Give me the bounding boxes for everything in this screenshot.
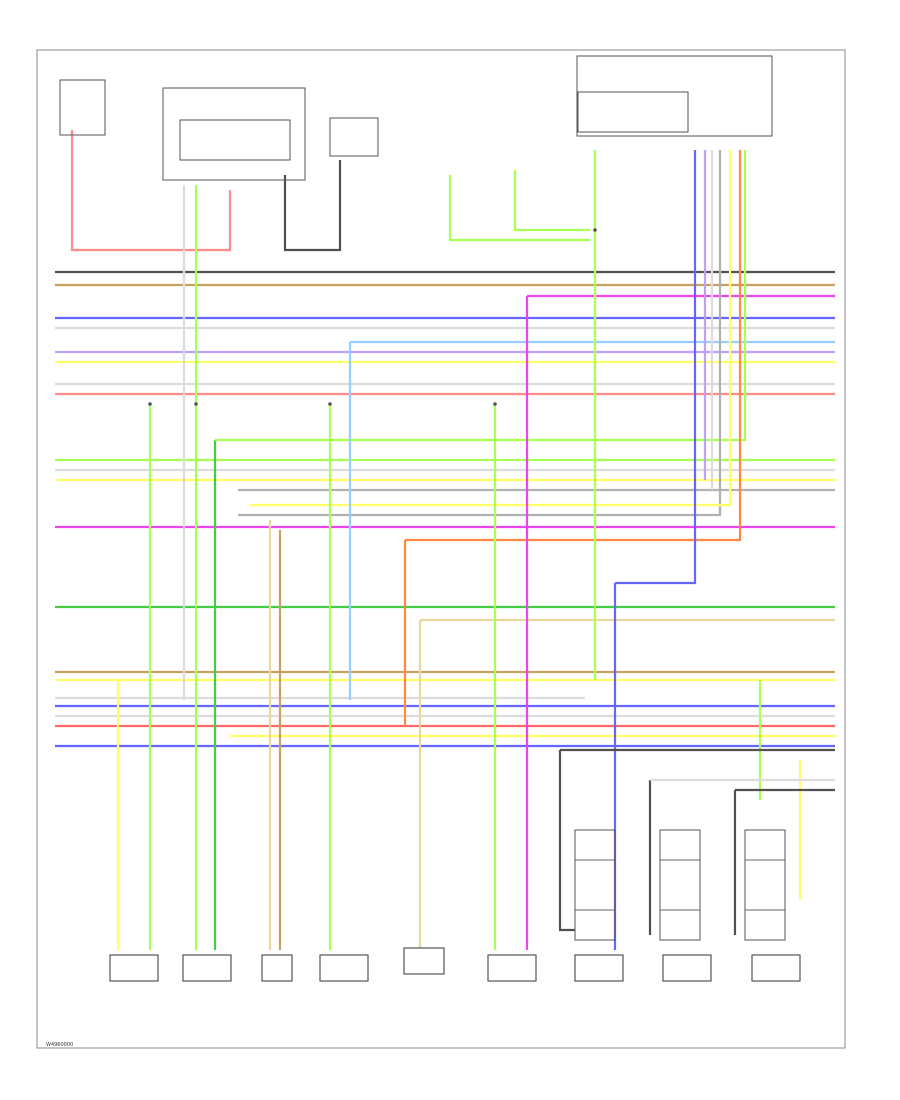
module-6 [487, 954, 537, 982]
left-door-switch [179, 119, 291, 161]
splice-dot-0 [148, 402, 152, 406]
wires-layer [55, 130, 835, 950]
wire-green-riser [215, 150, 747, 442]
module-3 [261, 954, 293, 982]
speaker-connector-1 [574, 829, 616, 941]
wire-yellow-riser [250, 150, 732, 507]
figure-id: W4960000 [46, 1042, 73, 1048]
fuse-block [59, 79, 106, 136]
splice-dot-3 [493, 402, 497, 406]
wire-cd-signal-2 [513, 170, 590, 232]
module-1 [109, 954, 159, 982]
splice-dot-4 [593, 228, 597, 232]
left-door-switch-housing [162, 87, 306, 181]
wire-speaker-1 [558, 750, 575, 932]
module-5 [403, 947, 445, 975]
wire-blue-riser [615, 150, 697, 585]
module-2 [182, 954, 232, 982]
wire-switch-feed [70, 130, 232, 252]
diagram-frame [36, 49, 846, 1049]
splice-dot-1 [194, 402, 198, 406]
trunk-sensor [329, 117, 379, 157]
module-7 [574, 954, 624, 982]
wire-cd-signal [448, 175, 590, 242]
module-8 [662, 954, 712, 982]
module-9 [751, 954, 801, 982]
speaker-connector-3 [744, 829, 786, 941]
control-module-top [577, 91, 689, 133]
wire-orange-riser [405, 150, 742, 542]
wire-gray-riser [238, 150, 722, 517]
wire-sensor-ground [283, 160, 342, 252]
speaker-connector-2 [659, 829, 701, 941]
connector-panel-top [576, 55, 773, 137]
components-layer [59, 55, 801, 982]
module-4 [319, 954, 369, 982]
splice-dot-2 [328, 402, 332, 406]
